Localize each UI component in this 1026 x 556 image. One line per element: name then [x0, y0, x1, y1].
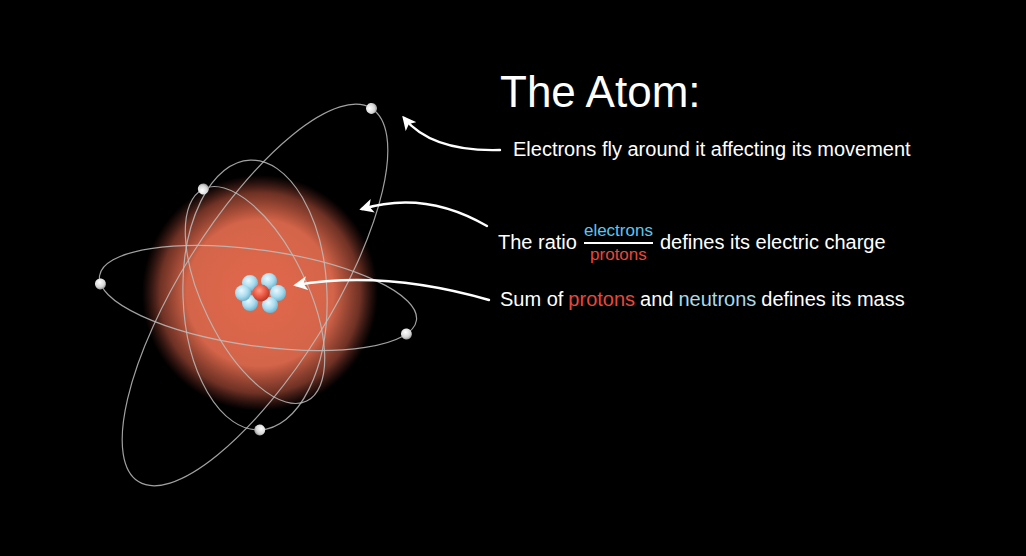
diagram-title: The Atom: [500, 66, 701, 118]
nucleus [235, 273, 286, 313]
fraction-bar [584, 242, 653, 244]
orbits [75, 69, 435, 522]
leader-arrow [296, 280, 489, 300]
callout-line: Sum ofprotonsandneutronsdefines its mass [500, 288, 905, 311]
callout-text: Electrons fly around it affecting its mo… [513, 138, 911, 161]
orbit [157, 166, 354, 424]
neutron [235, 285, 251, 301]
fraction: electrons protons [584, 221, 653, 265]
leader-arrows [296, 118, 500, 300]
callout-text: and [640, 288, 673, 311]
callout-text: defines its electric charge [660, 231, 886, 254]
callout-line: Electrons fly around it affecting its mo… [513, 138, 911, 161]
electron [254, 424, 265, 435]
callout-line: The ratio electrons protons defines its ele… [498, 221, 886, 265]
text-slot: The ratio [498, 231, 577, 254]
orbit [75, 69, 435, 522]
electrons [94, 101, 412, 436]
highlight-word: protons [568, 288, 635, 311]
fraction-denominator: protons [590, 245, 647, 265]
callout-text: The ratio [498, 231, 577, 254]
fraction-numerator: electrons [584, 221, 653, 241]
leader-arrow [362, 202, 487, 226]
electron [94, 278, 106, 290]
text-slot: defines its electric charge [660, 231, 886, 254]
highlight-word: neutrons [678, 288, 756, 311]
electron [364, 101, 379, 116]
electron [196, 182, 211, 197]
callout-text: Sum of [500, 288, 563, 311]
callout-text: defines its mass [761, 288, 904, 311]
fraction-bottom: protons [590, 245, 647, 265]
fraction-top: electrons [584, 221, 653, 241]
orbit [93, 228, 423, 368]
proton [253, 285, 270, 302]
electron [400, 328, 412, 340]
leader-arrow [404, 118, 500, 150]
orbit [178, 158, 331, 433]
